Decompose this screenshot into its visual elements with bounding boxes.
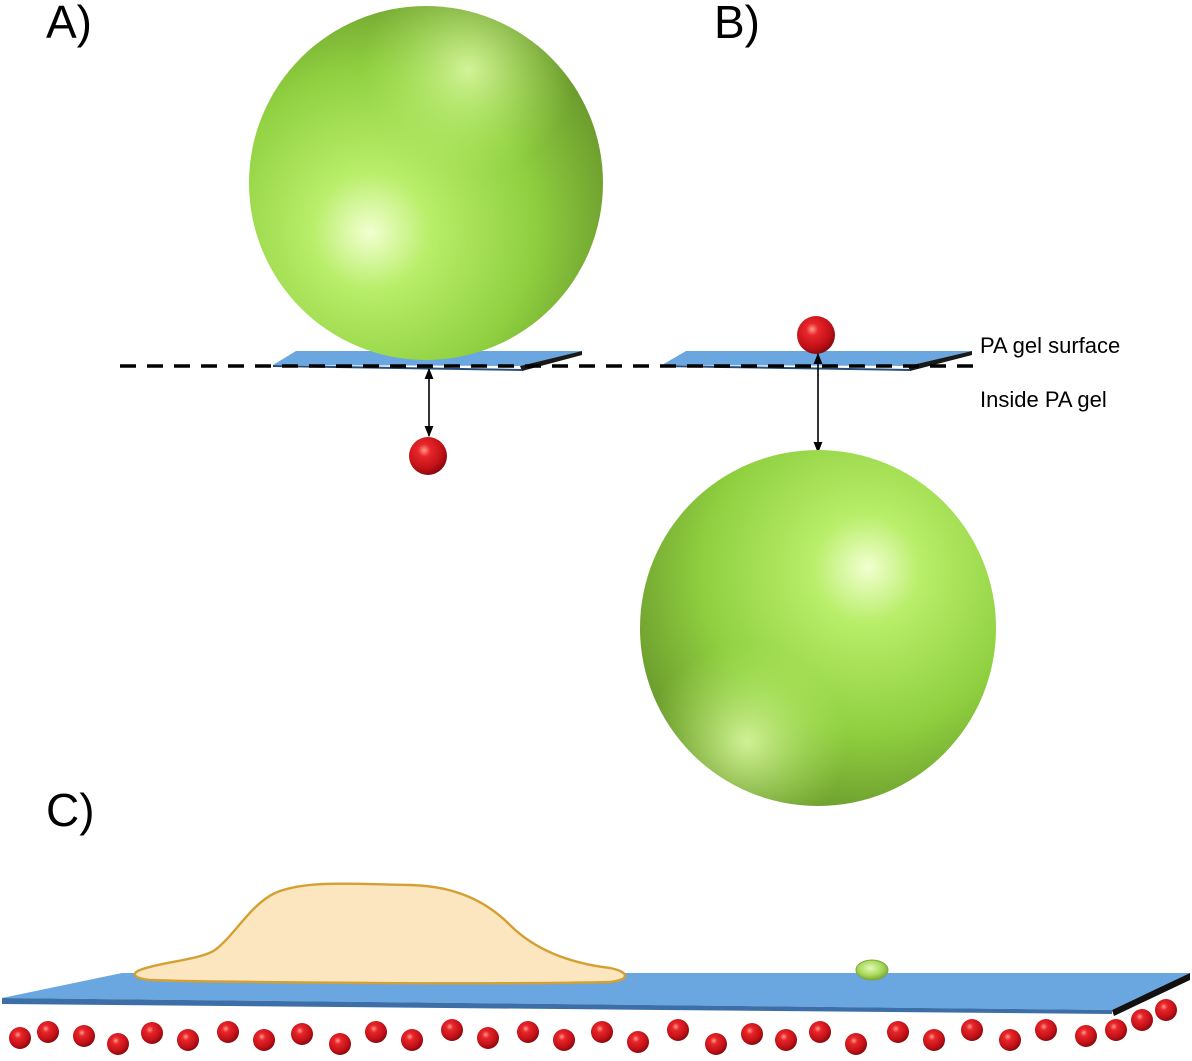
bead-c-20	[705, 1033, 727, 1055]
bead-c-13	[441, 1019, 463, 1041]
bead-a	[409, 437, 447, 475]
bead-c-5	[141, 1022, 163, 1044]
bead-c-21	[741, 1023, 763, 1045]
bead-c-16	[553, 1029, 575, 1051]
bead-c-19	[667, 1019, 689, 1041]
bead-c-33	[1155, 999, 1177, 1021]
bead-c-17	[591, 1021, 613, 1043]
cell-sphere-b	[640, 450, 996, 806]
bead-c-7	[217, 1021, 239, 1043]
bead-c-3	[73, 1025, 95, 1047]
bead-c-4	[107, 1033, 129, 1055]
bead-c-31	[1105, 1019, 1127, 1041]
label-gel-surface: PA gel surface	[980, 333, 1120, 358]
cell-sphere-a	[249, 6, 603, 360]
panel-label-a: A)	[46, 0, 92, 48]
bead-c-12	[401, 1029, 423, 1051]
bead-c-24	[845, 1033, 867, 1055]
bead-c-9	[291, 1023, 313, 1045]
bead-c-32	[1131, 1009, 1153, 1031]
bead-c-29	[1035, 1019, 1057, 1041]
bead-c-15	[517, 1021, 539, 1043]
bead-c-8	[253, 1029, 275, 1051]
bead-c-14	[477, 1027, 499, 1049]
panel-b	[640, 316, 996, 806]
bead-c-23	[809, 1021, 831, 1043]
bead-c-2	[37, 1021, 59, 1043]
panel-label-b: B)	[714, 0, 760, 48]
label-inside-gel: Inside PA gel	[980, 387, 1107, 412]
bead-c-10	[329, 1033, 351, 1055]
bead-c-26	[923, 1029, 945, 1051]
bead-c-22	[775, 1029, 797, 1051]
bead-c-11	[365, 1021, 387, 1043]
bead-c-28	[999, 1029, 1021, 1051]
bead-c-1	[9, 1027, 31, 1049]
panel-a	[249, 6, 603, 475]
panel-c	[2, 884, 1190, 1055]
bead-c-6	[177, 1029, 199, 1051]
spread-cell	[135, 884, 625, 984]
bead-c-30	[1075, 1025, 1097, 1047]
panel-label-c: C)	[46, 784, 95, 836]
bead-c-18	[627, 1031, 649, 1053]
bead-c-27	[961, 1019, 983, 1041]
bead-b	[797, 316, 835, 354]
bead-c-25	[887, 1021, 909, 1043]
small-cell	[856, 960, 888, 980]
